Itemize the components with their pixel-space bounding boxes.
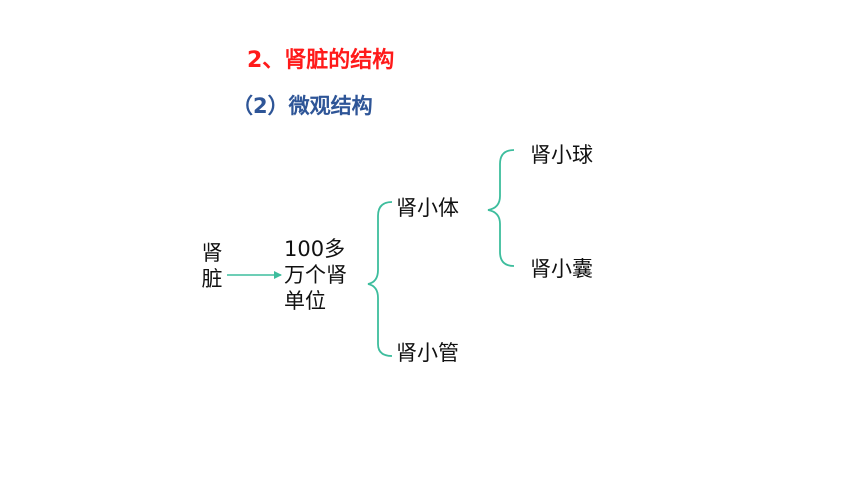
slide-title: 2、肾脏的结构 [247,48,395,73]
slide-subtitle: （2）微观结构 [232,94,373,118]
kidney-node: 肾 脏 [199,240,225,292]
glomerulus-node: 肾小球 [530,143,593,167]
renal-capsule-node: 肾小囊 [530,257,593,281]
renal-corpuscle-node: 肾小体 [396,196,459,220]
units-line1: 100多 [284,237,346,261]
kidney-label-line2: 脏 [201,267,223,291]
level3-brace [487,149,515,267]
nephron-units-node: 100多 万个肾 单位 [284,236,364,314]
renal-tubule-node: 肾小管 [396,341,459,365]
units-line3: 单位 [284,289,326,313]
units-line2: 万个肾 [284,263,347,287]
level2-brace [367,201,393,357]
kidney-label-line1: 肾 [201,241,223,265]
